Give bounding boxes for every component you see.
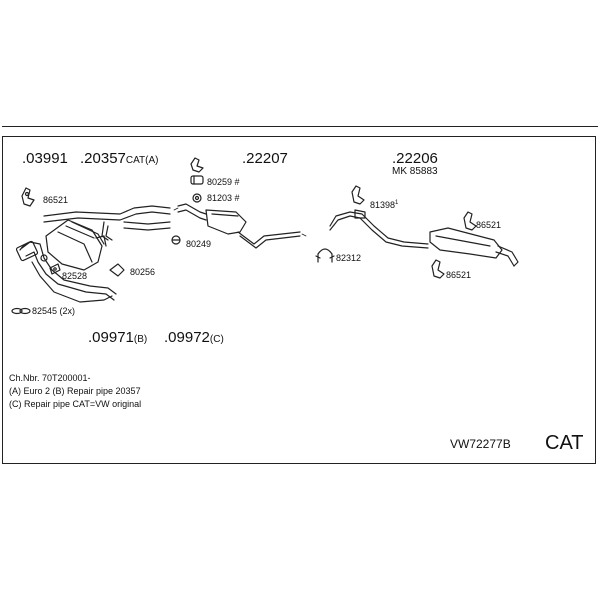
front-pipe-drawing <box>15 240 117 303</box>
callout-82312: 82312 <box>336 253 362 263</box>
part-20357-suffix: CAT(A) <box>125 155 159 166</box>
callout-82545: 82545 (2x) <box>32 306 76 316</box>
callout-86521-right-top: 86521 <box>476 220 502 230</box>
part-22207: .22207 <box>242 150 288 167</box>
part-20357-group: .20357CAT(A) <box>80 151 158 167</box>
hanger-icon <box>463 211 477 231</box>
part-22206: .22206 <box>392 150 438 167</box>
top-divider <box>2 126 598 127</box>
diagram-frame <box>2 136 596 464</box>
callout-81398-sup: 1 <box>395 200 399 206</box>
bolt-icon <box>109 263 125 277</box>
mk-number: 85883 <box>409 166 438 177</box>
part-09971: .09971 <box>88 329 134 346</box>
bolt-icon <box>11 307 31 315</box>
part-09972-suffix: (C) <box>209 334 224 345</box>
notes-block: Ch.Nbr. 70T200001- (A) Euro 2 (B) Repair… <box>9 372 141 411</box>
mk-code: MK 85883 <box>392 167 438 177</box>
callout-81203: 81203 # <box>207 193 240 203</box>
callout-80256: 80256 <box>130 267 156 277</box>
hanger-icon <box>21 187 35 207</box>
catalytic-converter-drawing <box>45 219 107 271</box>
callout-80259: 80259 # <box>207 177 240 187</box>
ring-icon <box>171 235 181 245</box>
callout-80249: 80249 <box>186 239 212 249</box>
part-09972: .09972 <box>164 329 210 346</box>
rear-pipe-drawing <box>329 211 429 249</box>
callout-86521-right-bottom: 86521 <box>446 270 472 280</box>
hanger-icon <box>431 259 445 279</box>
part-09972-group: .09972(C) <box>164 330 224 346</box>
callout-81398: 813981 <box>370 200 398 210</box>
clamp-icon <box>354 209 366 219</box>
clamp-icon <box>315 248 335 263</box>
part-03991: .03991 <box>22 150 68 167</box>
hanger-icon <box>351 185 365 205</box>
clamp-icon <box>190 175 204 185</box>
part-09971-suffix: (B) <box>133 334 148 345</box>
gasket-icon <box>49 263 61 275</box>
hanger-icon <box>190 157 204 173</box>
part-09971-group: .09971(B) <box>88 330 147 346</box>
note-line: (A) Euro 2 (B) Repair pipe 20357 <box>9 386 141 396</box>
note-line: Ch.Nbr. 70T200001- <box>9 373 91 383</box>
callout-82528: 82528 <box>62 271 88 281</box>
callout-86521-left: 86521 <box>43 195 69 205</box>
callout-81398-number: 81398 <box>370 200 396 210</box>
part-20357: .20357 <box>80 150 126 167</box>
front-muffler-drawing <box>177 203 301 249</box>
mk-label: MK <box>392 166 407 177</box>
gasket-icon <box>192 193 202 203</box>
intermediate-pipe-drawing <box>43 205 171 241</box>
kit-code: VW72277B <box>450 437 511 451</box>
note-line: (C) Repair pipe CAT=VW original <box>9 399 142 409</box>
category-label: CAT <box>545 432 584 454</box>
rear-muffler-drawing <box>429 227 519 267</box>
